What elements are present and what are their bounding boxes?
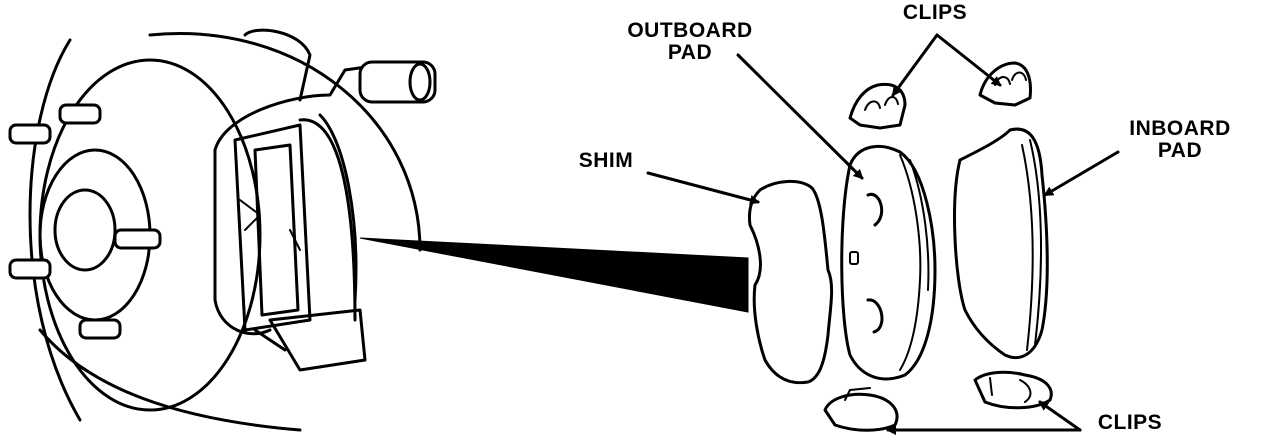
outboard-pad [840,144,937,381]
inboard-label-line2: PAD [1157,139,1203,162]
clips-top-label: CLIPS [902,1,968,24]
leader-lines [646,33,1120,435]
inboard-label-line1: INBOARD [1129,117,1231,140]
outboard-label-line1: OUTBOARD [627,19,753,42]
shim-label: SHIM [578,149,634,172]
shim [748,180,834,385]
wheel-studs [8,103,162,340]
outboard-pad-label: OUTBOARD PAD [600,20,780,64]
inboard-pad [953,127,1049,360]
caliper-assembly [213,28,437,372]
clips-bottom-label: CLIPS [1097,411,1163,434]
bottom-clips [823,370,1053,432]
outboard-label-line2: PAD [667,41,713,64]
top-clips [848,61,1032,130]
exploded-view-wedge [359,237,749,313]
inboard-pad-label: INBOARD PAD [1105,118,1255,162]
